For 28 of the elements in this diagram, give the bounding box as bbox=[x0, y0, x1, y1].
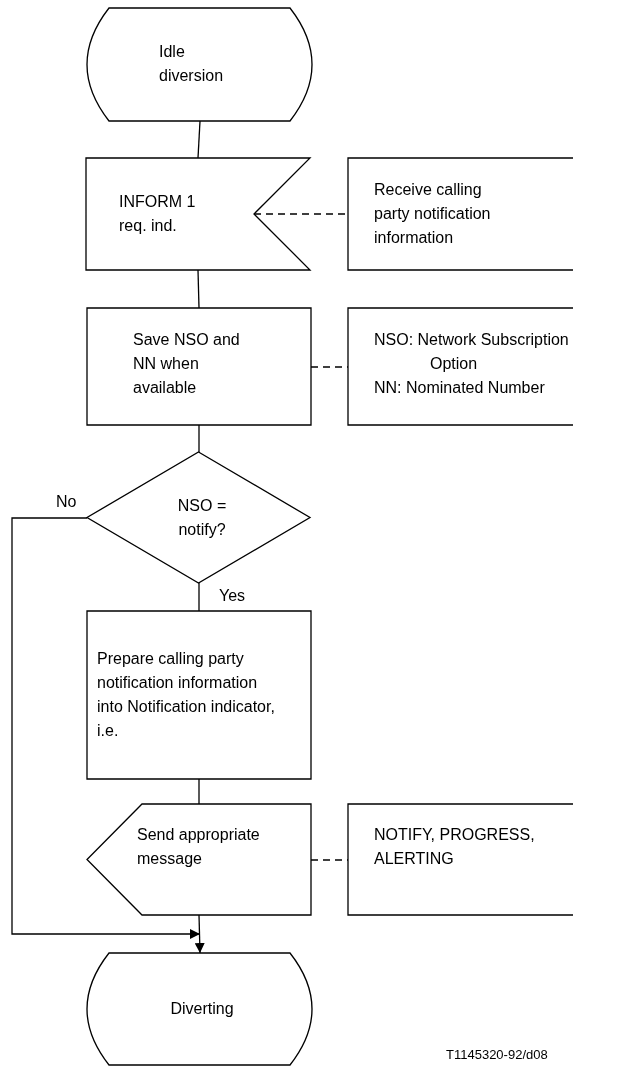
output-symbol bbox=[87, 804, 311, 915]
node-text: Send appropriate message bbox=[137, 825, 261, 869]
arrow bbox=[194, 914, 205, 954]
flow-line bbox=[198, 424, 200, 453]
flow-line bbox=[197, 269, 200, 309]
comment-bracket bbox=[348, 804, 573, 915]
comment-bracket bbox=[348, 158, 573, 270]
state-symbol bbox=[87, 8, 312, 121]
node-text: Prepare calling party notification information into Notification indicator, i.e. bbox=[97, 649, 276, 741]
arrow bbox=[11, 517, 201, 939]
state-symbol bbox=[87, 953, 312, 1065]
flow-line bbox=[197, 120, 201, 159]
node-text: Idle diversion bbox=[159, 42, 225, 86]
node-text: Receive calling party notification information bbox=[374, 180, 492, 248]
input-symbol bbox=[86, 158, 310, 270]
node-text: NOTIFY, PROGRESS, ALERTING bbox=[374, 825, 536, 869]
node-text: INFORM 1 req. ind. bbox=[119, 192, 197, 236]
decision-diamond bbox=[87, 452, 310, 583]
node-text: NN: Nominated Number bbox=[374, 378, 546, 398]
task-box bbox=[87, 308, 311, 425]
node-text: Save NSO and NN when available bbox=[133, 330, 241, 398]
flow-line bbox=[198, 582, 200, 612]
node-text: NSO = notify? bbox=[176, 496, 228, 540]
node-text: NSO: Network Subscription Option bbox=[374, 330, 570, 374]
node-text: Diverting bbox=[169, 999, 235, 1019]
flow-line bbox=[198, 778, 200, 805]
figure-reference: T1145320-92/d08 bbox=[446, 1047, 548, 1063]
task-box bbox=[87, 611, 311, 779]
